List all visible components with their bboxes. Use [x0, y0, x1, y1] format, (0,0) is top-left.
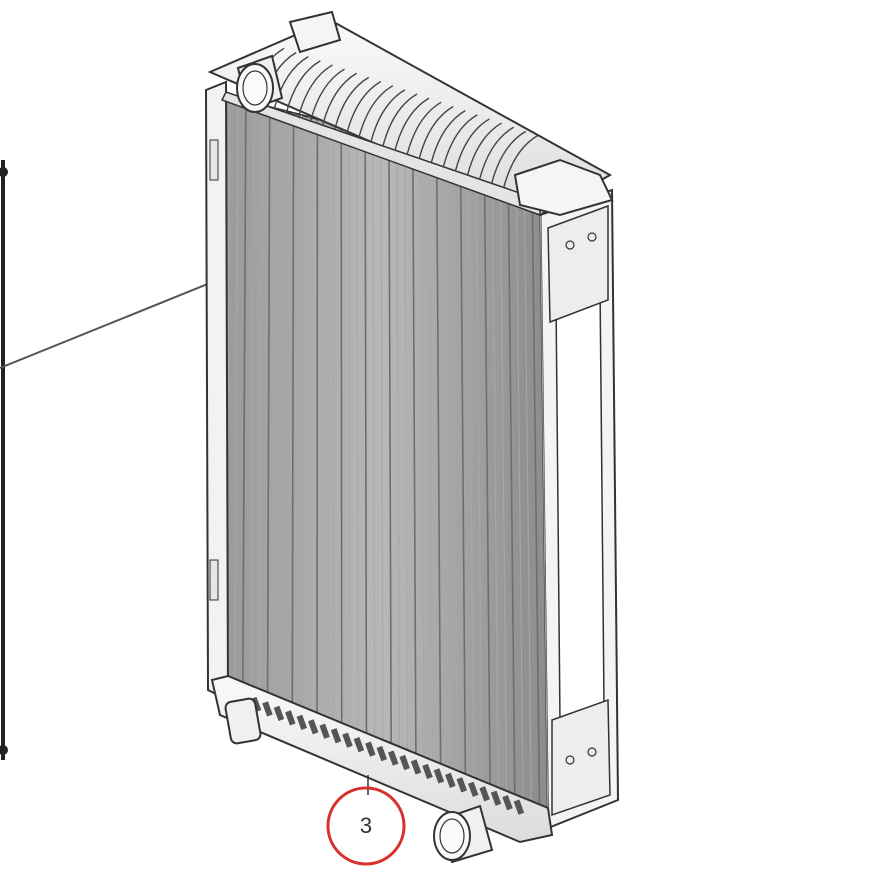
fin-line	[308, 116, 310, 729]
fin-line	[291, 112, 295, 722]
inlet-pipe	[236, 54, 284, 113]
radiator-core	[216, 93, 550, 832]
tank-rib	[307, 719, 319, 735]
fin-line	[444, 150, 450, 789]
fin-line	[364, 130, 368, 754]
tank-rib	[321, 72, 357, 126]
fin-line	[241, 100, 247, 701]
tank-rib	[319, 723, 330, 739]
callout-circle	[326, 786, 406, 866]
tank-rib	[466, 122, 502, 176]
fin-line	[467, 156, 475, 799]
core-fins	[217, 94, 549, 831]
tank-rib	[422, 763, 433, 780]
tank-rib	[430, 110, 466, 163]
fin-line	[348, 126, 351, 747]
fin-line	[459, 154, 467, 796]
fin-line	[507, 166, 516, 817]
tank-rib	[358, 85, 394, 138]
tank-rib	[442, 114, 478, 167]
tank-rib	[503, 134, 539, 188]
side-bracket	[538, 188, 620, 830]
tank-rib	[502, 795, 513, 811]
fin-line	[499, 164, 508, 813]
fin-line	[250, 102, 255, 705]
tank-rib	[491, 130, 527, 184]
fin-line	[515, 168, 524, 820]
tank-rib	[296, 714, 307, 730]
fin-line	[258, 104, 263, 708]
fin-line	[340, 124, 343, 743]
fin-line	[411, 142, 417, 775]
callout-label: 3	[360, 813, 372, 838]
tank-rib	[382, 93, 418, 147]
fin-line	[283, 110, 287, 719]
bottom-tank-ribs	[250, 696, 525, 815]
fin-line	[396, 138, 400, 768]
tank-rib	[376, 745, 387, 762]
tank-rib	[479, 786, 490, 802]
fin-line	[483, 160, 492, 806]
tank-rib	[273, 705, 285, 722]
fin-line	[266, 106, 271, 712]
tank-rib	[399, 754, 410, 771]
tank-rib	[342, 732, 353, 748]
bottom-tank	[210, 674, 554, 844]
fin-line	[539, 174, 549, 831]
fin-line	[523, 170, 532, 824]
tank-rib	[478, 126, 514, 180]
tank-rib	[467, 781, 479, 797]
tank-rib	[334, 76, 370, 130]
tank-rib	[418, 105, 454, 159]
tank-rib	[490, 790, 502, 806]
tank-rib	[297, 64, 333, 118]
fin-line	[452, 152, 458, 792]
tank-rib	[285, 60, 321, 113]
tank-rib	[445, 772, 456, 788]
fin-line	[380, 134, 384, 761]
fin-line	[404, 140, 409, 771]
fin-line	[531, 172, 541, 827]
fin-line	[388, 136, 393, 764]
tank-rib	[387, 750, 399, 766]
fin-line	[491, 162, 499, 810]
fin-line	[372, 132, 376, 757]
tank-rib	[406, 101, 442, 155]
tank-rib	[353, 737, 365, 753]
tank-rib	[456, 777, 467, 793]
tank-rib	[346, 80, 382, 134]
tank-rib	[285, 710, 296, 726]
tank-rib	[365, 741, 376, 757]
tank-rib	[309, 68, 345, 122]
fin-line	[475, 158, 483, 803]
tank-rib	[394, 97, 430, 151]
tank-rib	[513, 799, 525, 815]
adjacent-component-edge	[0, 160, 8, 760]
tank-rib	[262, 701, 273, 717]
tank-rib	[454, 118, 490, 172]
fin-line	[300, 114, 302, 726]
fin-line	[428, 146, 433, 782]
fin-line	[356, 128, 359, 750]
tank-rib	[410, 759, 422, 775]
tank-rib	[433, 768, 445, 784]
tank-rib	[330, 728, 342, 744]
tank-rib	[273, 56, 309, 109]
tank-rib	[370, 89, 406, 143]
fin-line	[435, 148, 442, 785]
fin-line	[234, 98, 239, 698]
top-tank	[207, 10, 614, 217]
outlet-pipe	[433, 804, 494, 864]
fin-line	[420, 144, 425, 778]
left-frame-rail	[204, 80, 230, 702]
fin-line	[275, 108, 279, 715]
